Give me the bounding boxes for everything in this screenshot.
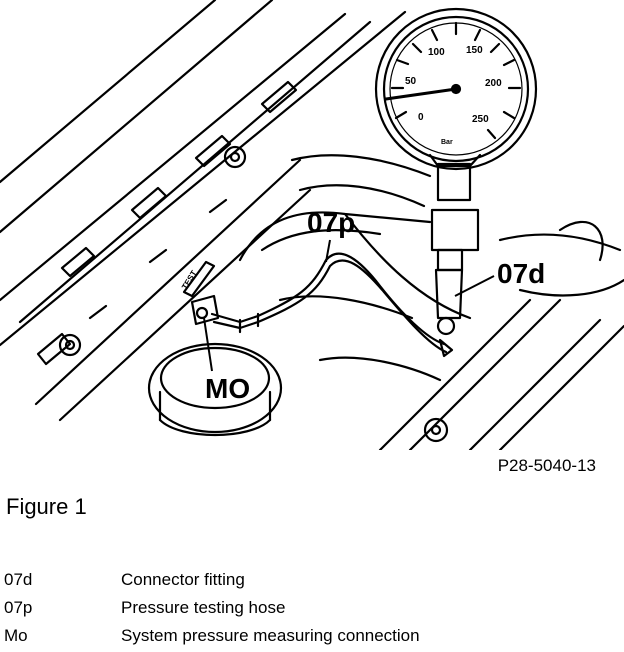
rods-lower-right bbox=[378, 298, 624, 450]
legend-code: 07d bbox=[4, 570, 33, 589]
leader-07p bbox=[325, 239, 331, 263]
legend-row: 07p Pressure testing hose bbox=[4, 594, 420, 622]
bolt-upper bbox=[223, 145, 247, 169]
legend-code: 07p bbox=[4, 598, 33, 617]
callout-mo: MO bbox=[205, 373, 250, 404]
bolt-left bbox=[58, 333, 82, 357]
leader-07d bbox=[454, 275, 495, 297]
legend-description: Pressure testing hose bbox=[121, 598, 286, 617]
pressure-gauge bbox=[374, 7, 538, 171]
legend-description: Connector fitting bbox=[121, 570, 245, 589]
legend-row: 07d Connector fitting bbox=[4, 566, 420, 594]
gauge-fitting bbox=[430, 162, 480, 358]
frame-rail bbox=[0, 0, 407, 422]
gauge-label-250: 250 bbox=[472, 114, 489, 125]
legend-description: System pressure measuring connection bbox=[121, 626, 420, 645]
gauge-unit: Bar bbox=[441, 139, 453, 146]
gauge-label-50: 50 bbox=[405, 76, 417, 87]
callout-07p: 07p bbox=[307, 207, 355, 238]
gauge-label-100: 100 bbox=[428, 47, 445, 58]
figure-reference-code: P28-5040-13 bbox=[497, 456, 596, 475]
figure-title: Figure 1 bbox=[6, 494, 87, 519]
pressure-test-hose bbox=[210, 252, 448, 354]
test-label-tag: TEST bbox=[180, 269, 199, 291]
gauge-label-150: 150 bbox=[466, 45, 483, 56]
measuring-connection bbox=[182, 260, 220, 326]
gauge-label-200: 200 bbox=[485, 78, 502, 89]
gauge-label-0: 0 bbox=[418, 112, 424, 123]
reservoir-cap bbox=[147, 342, 283, 437]
legend-row: Mo System pressure measuring connection bbox=[4, 622, 420, 650]
legend-code: Mo bbox=[4, 626, 28, 645]
callout-07d: 07d bbox=[497, 258, 545, 289]
legend-table: 07d Connector fitting 07p Pressure testi… bbox=[4, 566, 420, 650]
engine-block bbox=[238, 154, 624, 382]
leader-mo bbox=[203, 317, 213, 372]
bolt-lower-right bbox=[423, 417, 449, 443]
engine-bay-illustration: 0 50 100 150 200 250 Bar TEST 07p 07d MO bbox=[0, 0, 624, 450]
